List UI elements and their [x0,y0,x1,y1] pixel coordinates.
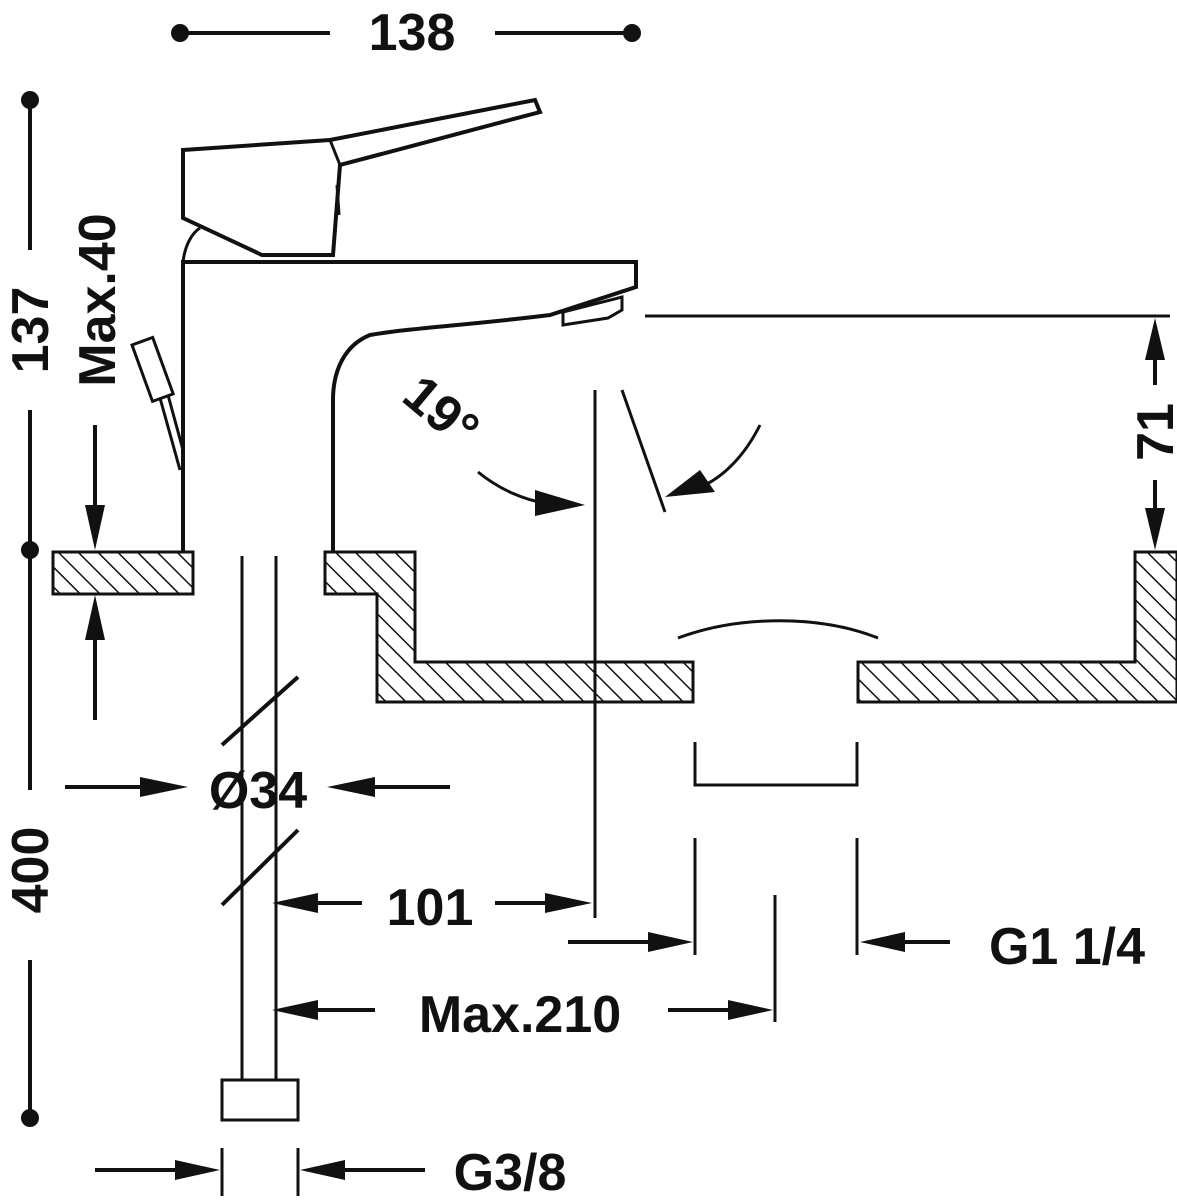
total-height-label: 137 [2,287,60,374]
deck-left-section [51,550,195,596]
pipe-diameter-label: Ø34 [209,762,307,820]
spout-angle-dimension: 19° [392,364,762,516]
pipe-diameter-dimension: Ø34 [65,675,450,907]
deck-thickness-dimension: Max.40 [69,213,127,720]
waste-thread-label: G1 1/4 [989,918,1145,976]
basin-drain [677,619,879,1022]
basin-section-right [856,550,1177,704]
flow-height-dimension: 71 [645,314,1177,550]
supply-length-dimension: 400 [2,550,60,1118]
supply-length-label: 400 [2,827,60,914]
lever-handle [181,97,543,257]
supply-thread-label: G3/8 [454,1144,567,1200]
total-height-dimension: 137 [2,91,60,1127]
basin-section-left [323,550,695,704]
supply-thread-dimension: G3/8 [95,1144,566,1200]
overall-width-dimension: 138 [171,4,641,62]
deck-thickness-label: Max.40 [69,213,127,386]
max-reach-dimension: Max.210 [272,986,773,1044]
spout-angle-label: 19° [392,364,490,459]
overall-width-label: 138 [369,4,456,62]
spout-reach-dimension: 101 [272,879,592,937]
waste-thread-dimension: G1 1/4 [568,918,1145,976]
max-reach-label: Max.210 [419,986,621,1044]
spout-reach-label: 101 [387,879,474,937]
popup-rod [130,335,185,471]
supply-hose [220,556,300,1122]
faucet-body [181,226,638,552]
flow-height-label: 71 [1127,403,1177,461]
